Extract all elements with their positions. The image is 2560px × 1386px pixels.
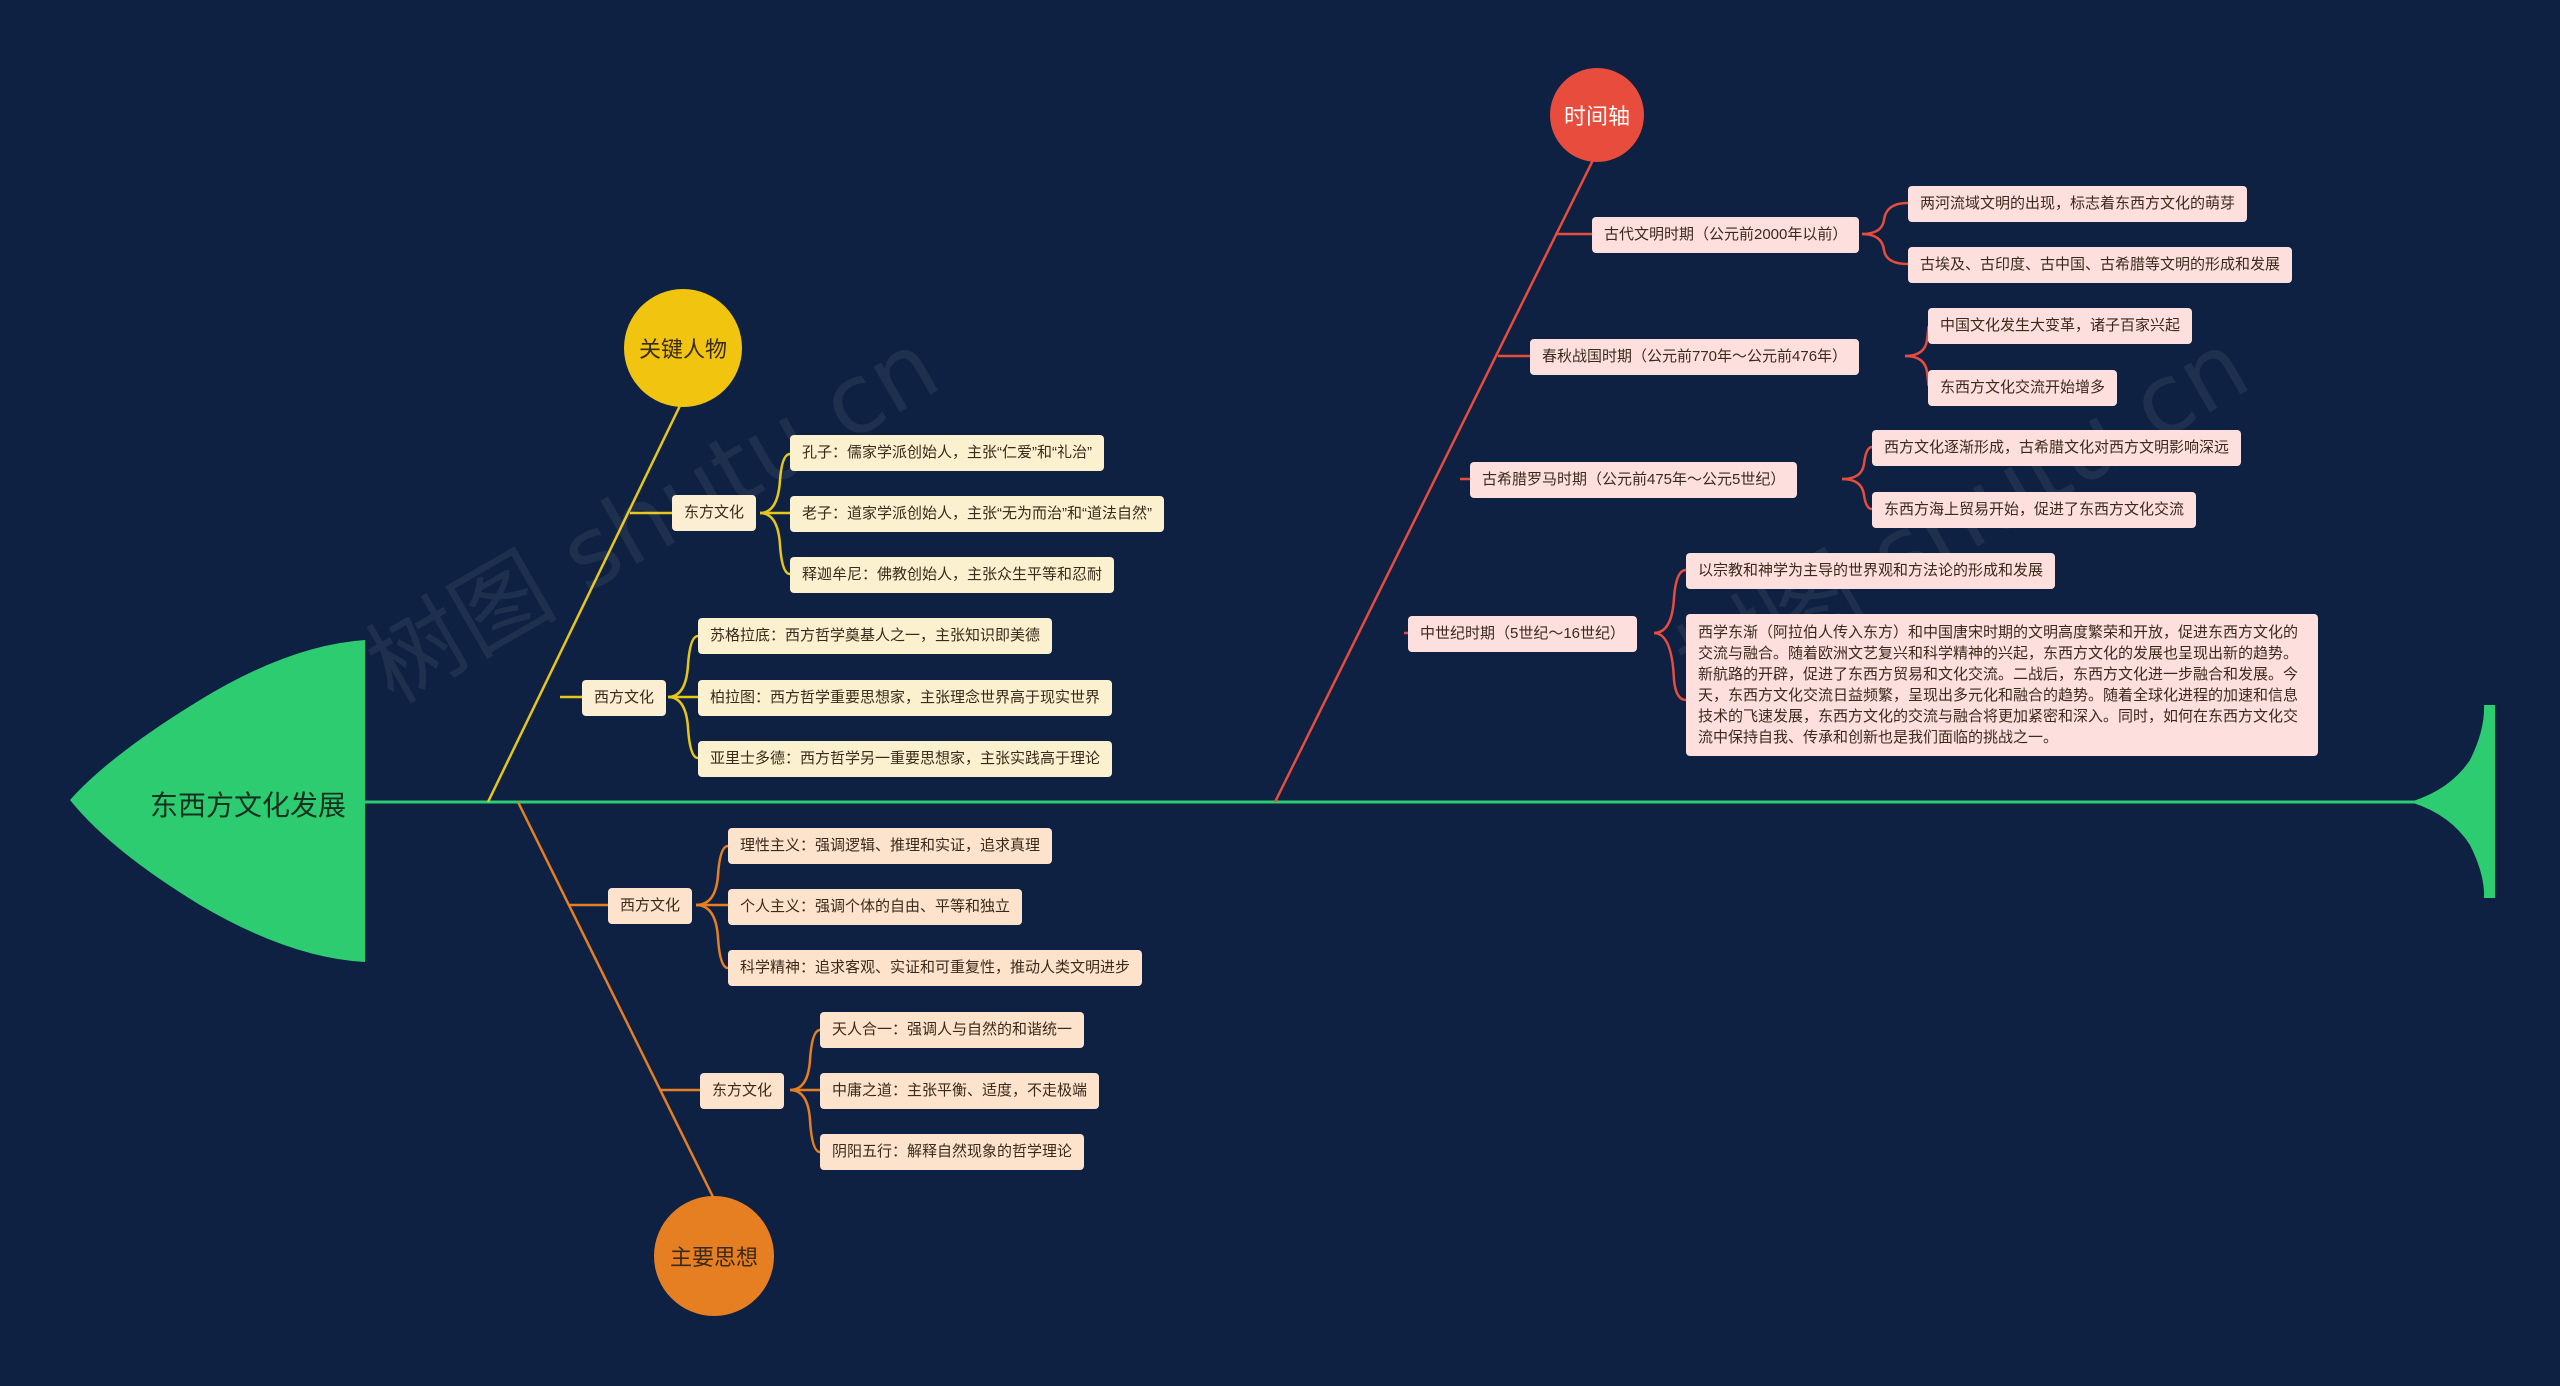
leaf-item[interactable]: 孔子：儒家学派创始人，主张“仁爱”和“礼治” — [790, 435, 1104, 471]
leaf-item[interactable]: 天人合一：强调人与自然的和谐统一 — [820, 1012, 1085, 1048]
timeline-period[interactable]: 春秋战国时期（公元前770年～公元前476年） — [1530, 339, 1860, 375]
central-topic[interactable]: 东西方文化发展 — [150, 790, 347, 821]
fish-tail — [2410, 802, 2495, 898]
fish-head — [70, 640, 365, 962]
timeline-connectors — [1273, 149, 1930, 803]
group-label-western[interactable]: 西方文化 — [582, 680, 667, 716]
leaf-item[interactable]: 东西方文化交流开始增多 — [1928, 370, 2118, 406]
group-label-eastern[interactable]: 东方文化 — [672, 495, 757, 531]
leaf-item[interactable]: 古埃及、古印度、古中国、古希腊等文明的形成和发展 — [1908, 247, 2293, 283]
leaf-item[interactable]: 两河流域文明的出现，标志着东西方文化的萌芽 — [1908, 186, 2248, 222]
fish-tail — [2410, 705, 2495, 802]
key-people-connectors — [486, 384, 791, 803]
leaf-item[interactable]: 释迦牟尼：佛教创始人，主张众生平等和忍耐 — [790, 557, 1115, 593]
leaf-item[interactable]: 苏格拉底：西方哲学奠基人之一，主张知识即美德 — [698, 618, 1053, 654]
leaf-item-long[interactable]: 西学东渐（阿拉伯人传入东方）和中国唐宋时期的文明高度繁荣和开放，促进东西方文化的… — [1686, 614, 2318, 756]
leaf-item[interactable]: 以宗教和神学为主导的世界观和方法论的形成和发展 — [1686, 553, 2056, 589]
leaf-item[interactable]: 亚里士多德：西方哲学另一重要思想家，主张实践高于理论 — [698, 741, 1113, 777]
timeline-period[interactable]: 古代文明时期（公元前2000年以前） — [1592, 217, 1860, 253]
leaf-item[interactable]: 东西方海上贸易开始，促进了东西方文化交流 — [1872, 492, 2197, 528]
leaf-item[interactable]: 个人主义：强调个体的自由、平等和独立 — [728, 889, 1023, 925]
group-label-eastern[interactable]: 东方文化 — [700, 1073, 785, 1109]
group-label-western[interactable]: 西方文化 — [608, 888, 693, 924]
leaf-item[interactable]: 中庸之道：主张平衡、适度，不走极端 — [820, 1073, 1100, 1109]
leaf-item[interactable]: 科学精神：追求客观、实证和可重复性，推动人类文明进步 — [728, 950, 1143, 986]
timeline-period[interactable]: 中世纪时期（5世纪～16世纪） — [1408, 616, 1638, 652]
leaf-item[interactable]: 理性主义：强调逻辑、推理和实证，追求真理 — [728, 828, 1053, 864]
leaf-item[interactable]: 阴阳五行：解释自然现象的哲学理论 — [820, 1134, 1085, 1170]
category-main-ideas[interactable]: 主要思想 — [654, 1196, 774, 1316]
timeline-period[interactable]: 古希腊罗马时期（公元前475年～公元5世纪） — [1470, 462, 1798, 498]
leaf-item[interactable]: 老子：道家学派创始人，主张“无为而治”和“道法自然” — [790, 496, 1164, 532]
leaf-item[interactable]: 中国文化发生大变革，诸子百家兴起 — [1928, 308, 2193, 344]
category-timeline[interactable]: 时间轴 — [1550, 68, 1644, 162]
main-ideas-connectors — [516, 801, 821, 1206]
leaf-item[interactable]: 西方文化逐渐形成，古希腊文化对西方文明影响深远 — [1872, 430, 2242, 466]
leaf-item[interactable]: 柏拉图：西方哲学重要思想家，主张理念世界高于现实世界 — [698, 680, 1113, 716]
category-key-people[interactable]: 关键人物 — [624, 289, 742, 407]
